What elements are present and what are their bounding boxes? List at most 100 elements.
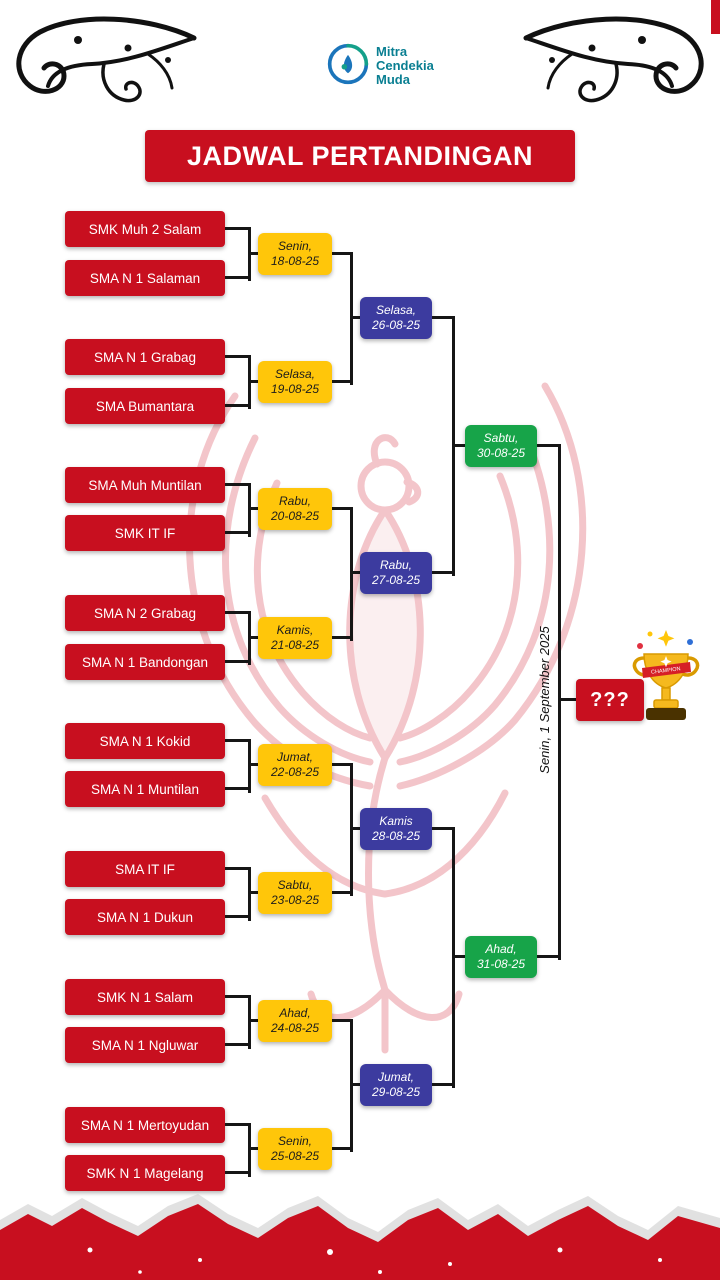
connector-line <box>248 1123 251 1177</box>
match-date: 27-08-25 <box>371 573 421 587</box>
connector-line <box>225 611 251 614</box>
connector-line <box>225 483 251 486</box>
connector-line <box>225 787 251 790</box>
logo-line3: Muda <box>376 72 410 87</box>
team-box: SMA N 1 Salaman <box>65 260 225 296</box>
torn-paper-edge <box>0 1194 720 1280</box>
connector-line <box>537 955 561 958</box>
match-date-box: Sabtu, 23-08-25 <box>258 872 332 914</box>
match-day: Jumat, <box>276 750 313 764</box>
team-box: SMA N 2 Grabag <box>65 595 225 631</box>
connector-line <box>248 891 262 894</box>
team-box: SMA N 1 Bandongan <box>65 644 225 680</box>
match-date-box: Rabu, 20-08-25 <box>258 488 332 530</box>
connector-line <box>350 316 364 319</box>
match-date: 19-08-25 <box>270 382 320 396</box>
team-box: SMA Bumantara <box>65 388 225 424</box>
match-day: Selasa, <box>274 367 316 381</box>
team-box: SMA IT IF <box>65 851 225 887</box>
connector-line <box>225 995 251 998</box>
team-box: SMA N 1 Grabag <box>65 339 225 375</box>
connector-line <box>225 1043 251 1046</box>
connector-line <box>558 444 561 960</box>
match-date: 24-08-25 <box>270 1021 320 1035</box>
match-date: 20-08-25 <box>270 509 320 523</box>
connector-line <box>332 507 353 510</box>
connector-line <box>225 531 251 534</box>
match-date-box: Ahad, 24-08-25 <box>258 1000 332 1042</box>
team-box: SMK IT IF <box>65 515 225 551</box>
match-date: 29-08-25 <box>371 1085 421 1099</box>
match-day: Selasa, <box>375 303 417 317</box>
connector-line <box>432 316 455 319</box>
connector-line <box>248 739 251 793</box>
connector-line <box>225 227 251 230</box>
match-date: 21-08-25 <box>270 638 320 652</box>
match-day: Senin, <box>277 1134 313 1148</box>
connector-line <box>332 1019 353 1022</box>
match-date-box: Senin, 18-08-25 <box>258 233 332 275</box>
team-box: SMA N 1 Kokid <box>65 723 225 759</box>
team-box: SMA Muh Muntilan <box>65 467 225 503</box>
title-banner: JADWAL PERTANDINGAN <box>145 130 575 182</box>
match-day: Senin, <box>277 239 313 253</box>
connector-line <box>225 1171 251 1174</box>
connector-line <box>537 444 561 447</box>
match-date-box: Kamis, 21-08-25 <box>258 617 332 659</box>
connector-line <box>248 636 262 639</box>
match-date-box: Kamis 28-08-25 <box>360 808 432 850</box>
match-date-box: Jumat, 22-08-25 <box>258 744 332 786</box>
team-box: SMA N 1 Dukun <box>65 899 225 935</box>
connector-line <box>332 891 353 894</box>
connector-line <box>452 955 468 958</box>
match-date: 31-08-25 <box>476 957 526 971</box>
connector-line <box>225 355 251 358</box>
connector-line <box>225 1123 251 1126</box>
connector-line <box>248 763 262 766</box>
team-box: SMA N 1 Muntilan <box>65 771 225 807</box>
connector-line <box>332 1147 353 1150</box>
champion-box: ??? <box>576 679 644 721</box>
match-day: Sabtu, <box>483 431 519 445</box>
logo-line1: Mitra <box>376 44 408 59</box>
match-date: 26-08-25 <box>371 318 421 332</box>
connector-line <box>225 867 251 870</box>
connector-line <box>248 867 251 921</box>
trophy-band-text: CHAMPION <box>651 666 681 676</box>
connector-line <box>248 1019 262 1022</box>
connector-line <box>350 1083 364 1086</box>
connector-line <box>558 698 579 701</box>
connector-line <box>225 915 251 918</box>
connector-line <box>332 636 353 639</box>
match-date: 25-08-25 <box>270 1149 320 1163</box>
match-date-box: Sabtu, 30-08-25 <box>465 425 537 467</box>
match-day: Kamis <box>379 814 413 828</box>
connector-line <box>350 571 364 574</box>
match-date-box: Selasa, 26-08-25 <box>360 297 432 339</box>
connector-line <box>432 1083 455 1086</box>
match-day: Rabu, <box>379 558 413 572</box>
connector-line <box>248 507 262 510</box>
connector-line <box>248 1147 262 1150</box>
connector-line <box>248 252 262 255</box>
connector-line <box>225 276 251 279</box>
connector-line <box>350 827 364 830</box>
team-box: SMK Muh 2 Salam <box>65 211 225 247</box>
match-date-box: Rabu, 27-08-25 <box>360 552 432 594</box>
connector-line <box>332 252 353 255</box>
team-box: SMK N 1 Magelang <box>65 1155 225 1191</box>
connector-line <box>432 827 455 830</box>
match-date-box: Jumat, 29-08-25 <box>360 1064 432 1106</box>
connector-line <box>248 995 251 1049</box>
page-title: JADWAL PERTANDINGAN <box>186 140 533 171</box>
logo-line2: Cendekia <box>376 58 434 73</box>
match-date: 30-08-25 <box>476 446 526 460</box>
match-date: 18-08-25 <box>270 254 320 268</box>
match-day: Sabtu, <box>277 878 313 892</box>
match-day: Jumat, <box>377 1070 414 1084</box>
connector-line <box>225 739 251 742</box>
match-date: 28-08-25 <box>371 829 421 843</box>
match-date-box: Senin, 25-08-25 <box>258 1128 332 1170</box>
connector-line <box>248 483 251 537</box>
